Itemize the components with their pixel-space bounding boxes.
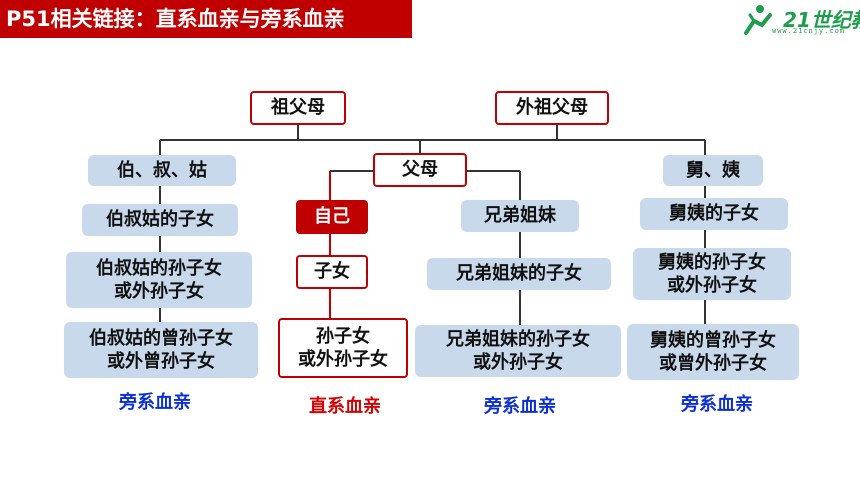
node-maternal-grandparents: 外祖父母 (495, 91, 609, 125)
node-maternal-cousins: 舅姨的子女 (640, 198, 788, 230)
node-uncles-aunts: 伯、叔、姑 (88, 155, 236, 186)
label-collateral-right: 旁系血亲 (681, 394, 753, 415)
node-maternal-great-grandchildren: 舅姨的曾孙子女或曾外孙子女 (627, 324, 799, 380)
node-self: 自己 (296, 200, 368, 234)
node-paternal-grandchildren: 伯叔姑的孙子女或外孙子女 (66, 252, 252, 308)
node-maternal-uncles-aunts: 舅、姨 (663, 155, 763, 186)
node-siblings-grandchildren: 兄弟姐妹的孙子女或外孙子女 (415, 325, 621, 377)
logo-text: 21世纪教育 (783, 8, 860, 32)
node-children: 子女 (296, 255, 368, 289)
logo-url: www.21cnjy.com (772, 27, 846, 35)
logo-runner-icon (744, 5, 772, 35)
node-paternal-cousins: 伯叔姑的子女 (82, 204, 238, 236)
label-lineal: 直系血亲 (309, 396, 381, 417)
node-parents: 父母 (373, 153, 467, 187)
node-grandparents: 祖父母 (250, 91, 346, 125)
node-siblings: 兄弟姐妹 (461, 200, 579, 232)
node-maternal-grandchildren: 舅姨的孙子女或外孙子女 (633, 248, 791, 300)
page-title: P51相关链接：直系血亲与旁系血亲 (0, 0, 412, 38)
label-collateral-middle: 旁系血亲 (484, 396, 556, 417)
node-grandchildren: 孙子女或外孙子女 (278, 318, 408, 378)
node-paternal-great-grandchildren: 伯叔姑的曾孙子女或外曾孙子女 (64, 322, 258, 378)
label-collateral-left: 旁系血亲 (119, 392, 191, 413)
node-siblings-children: 兄弟姐妹的子女 (427, 258, 611, 290)
